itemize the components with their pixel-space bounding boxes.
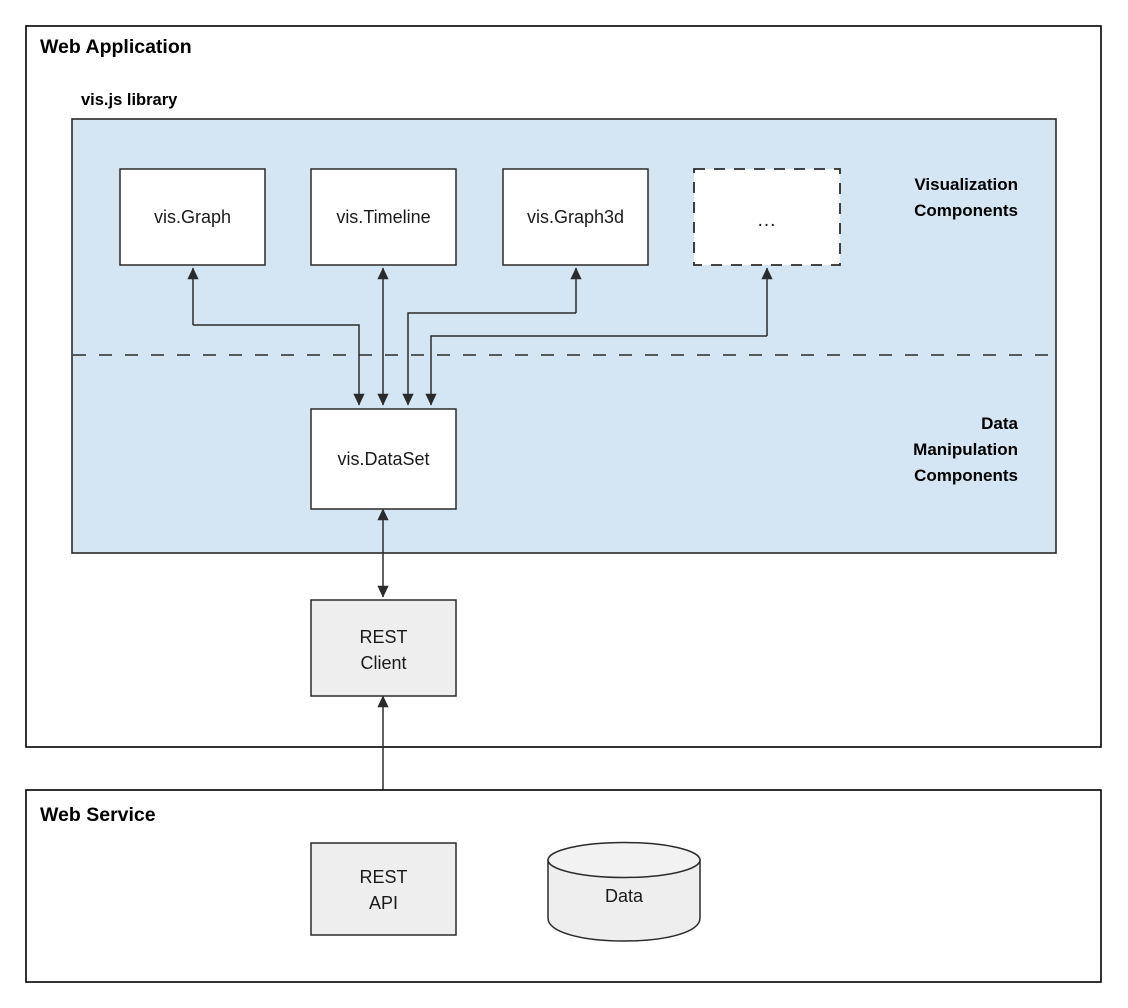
- node-more-components-label: ...: [758, 210, 777, 231]
- data-manipulation-label-line2: Manipulation: [913, 440, 1018, 459]
- web-service-title: Web Service: [40, 804, 156, 826]
- node-rest-client[interactable]: REST Client: [310, 599, 457, 697]
- visjs-library-title: vis.js library: [81, 91, 178, 109]
- data-manipulation-label-line1: Data: [981, 414, 1018, 433]
- node-vis-timeline[interactable]: vis.Timeline: [310, 168, 457, 266]
- node-rest-api[interactable]: REST API: [310, 842, 457, 936]
- node-rest-client-label-line2: Client: [360, 653, 406, 673]
- node-vis-graph3d[interactable]: vis.Graph3d: [502, 168, 649, 266]
- node-vis-graph3d-label: vis.Graph3d: [527, 207, 624, 227]
- node-rest-api-label-line1: REST: [359, 867, 407, 887]
- connector-visgraph-to-dataset: [193, 324, 365, 406]
- node-vis-dataset-label: vis.DataSet: [337, 449, 429, 469]
- data-manipulation-label-line3: Components: [914, 466, 1018, 485]
- node-vis-timeline-label: vis.Timeline: [336, 207, 430, 227]
- connector-visgraph3d-to-dataset: [402, 312, 576, 406]
- connector-more-to-dataset: [425, 335, 767, 406]
- node-rest-client-label-line1: REST: [359, 627, 407, 647]
- node-rest-api-label-line2: API: [369, 893, 398, 913]
- node-data-store[interactable]: Data: [547, 841, 701, 942]
- web-application-title: Web Application: [40, 36, 192, 58]
- database-icon: [547, 841, 701, 879]
- visualization-components-label-line2: Components: [914, 201, 1018, 220]
- node-vis-graph-label: vis.Graph: [154, 207, 231, 227]
- node-vis-dataset[interactable]: vis.DataSet: [310, 408, 457, 510]
- node-vis-graph[interactable]: vis.Graph: [119, 168, 266, 266]
- visualization-components-label-line1: Visualization: [914, 175, 1018, 194]
- node-more-components[interactable]: ...: [693, 168, 841, 266]
- node-data-store-label: Data: [605, 886, 644, 906]
